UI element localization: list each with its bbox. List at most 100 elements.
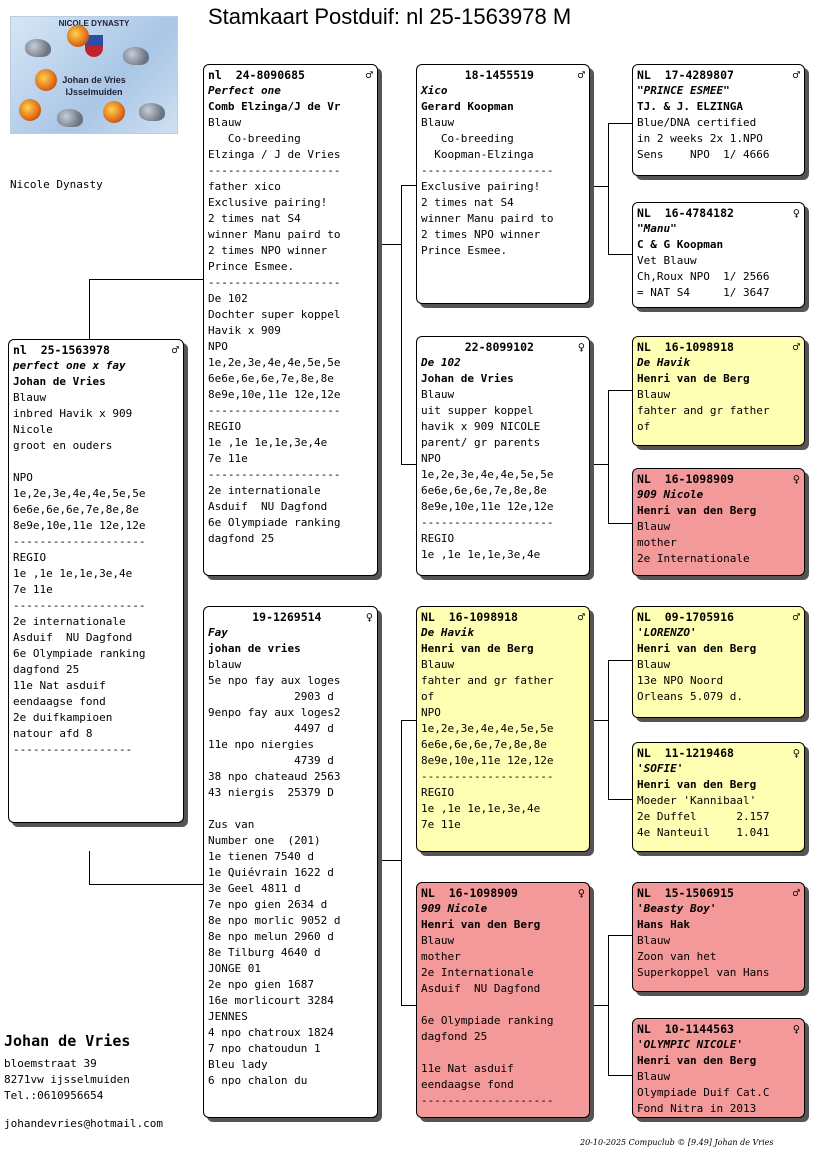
pigeon-owner: Johan de Vries [13,375,106,388]
male-icon: ♂ [577,610,585,624]
male-icon: ♂ [792,610,800,624]
male-icon: ♂ [792,340,800,354]
pigeon-info-line: 6e6e,6e,6e,7e,8e,8e [421,484,547,497]
pigeon-name: De Havik [421,626,474,639]
owner-block: Johan de Vries bloemstraat 39 8271vw ijs… [4,1032,163,1132]
pigeon-owner: johan de vries [208,642,301,655]
pigeon-info-line: 1e,2e,3e,4e,4e,5e,5e [421,468,554,481]
pigeon-info-line: 7e 11e [13,583,53,596]
pigeon-info-line: -------------------- [208,468,341,481]
pigeon-info-line: = NAT S4 1/ 3647 [637,286,770,299]
pigeon-info-line: Blauw [637,658,671,671]
pigeon-info-line: NPO [421,706,441,719]
pigeon-card-ggf-3[interactable]: NL 09-1705916♂'LORENZO'Henri van den Ber… [632,606,805,718]
pigeon-info-line: Orleans 5.079 d. [637,690,743,703]
ring-number: NL 16-1098909 [421,886,518,900]
pigeon-card-ggm-4[interactable]: NL 10-1144563♀'OLYMPIC NICOLE'Henri van … [632,1018,805,1118]
pigeon-info-line: 2e Duffel 2.157 [637,810,770,823]
pigeon-info-line: Olympiade Duif Cat.C [637,1086,770,1099]
pigeon-owner: Comb Elzinga/J de Vr [208,100,341,113]
pigeon-info-line: 4e Nanteuil 1.041 [637,826,770,839]
pigeon-info-line [208,801,373,817]
pigeon-info-line: 6e Olympiade ranking [421,1014,554,1027]
pigeon-owner: Henri van de Berg [637,372,750,385]
ring-number: NL 16-1098909 [637,472,734,486]
pigeon-info-line: 1e ,1e 1e,1e,3e,4e [421,548,541,561]
pigeon-info-line: 8e9e,10e,11e 12e,12e [421,500,554,513]
pigeon-info-line: groot en ouders [13,439,113,452]
pigeon-info-line: Superkoppel van Hans [637,966,770,979]
ring-header: 19-1269514♀ [208,609,373,625]
owner-address: bloemstraat 39 [4,1057,97,1070]
pigeon-info-line: 8e npo morlic 9052 d [208,914,341,927]
pigeon-info-line: Blauw [13,391,47,404]
ring-header: NL 11-1219468♀ [637,745,800,761]
ring-header: NL 10-1144563♀ [637,1021,800,1037]
connector-line [89,851,90,885]
logo-name: Johan de Vries [62,75,126,85]
medal-icon [19,99,41,121]
pigeon-info-line: father xico [208,180,281,193]
pigeon-info-line: 8e9e,10e,11e 12e,12e [421,754,554,767]
pigeon-info-line: winner Manu paird to [208,228,341,241]
pigeon-info-line: blauw [208,658,242,671]
female-icon: ♀ [792,1022,800,1036]
logo-image: NICOLE DYNASTY Johan de Vries IJsselmuid… [10,16,178,134]
pigeon-info-line: inbred Havik x 909 [13,407,133,420]
pigeon-info-line: 6e Olympiade ranking [208,516,341,529]
pigeon-info-line: De 102 [208,292,248,305]
pigeon-info-line: 11e npo niergies [208,738,314,751]
owner-phone: Tel.:0610956654 [4,1089,104,1102]
pigeon-info-line: winner Manu paird to [421,212,554,225]
pigeon-info-line: -------------------- [13,599,146,612]
ring-number: 18-1455519 [464,68,534,82]
pigeon-info-line: 43 niergis 25379 D [208,786,334,799]
connector-line [608,935,633,936]
pigeon-info-line: NPO [208,340,228,353]
pigeon-info-line: natour afd 8 [13,727,93,740]
pigeon-icon [57,109,83,127]
owner-city: 8271vw ijsselmuiden [4,1073,130,1086]
ring-header: NL 16-1098918 ♂ [637,339,800,355]
pigeon-card-ggf-1[interactable]: NL 17-4289807♂"PRINCE ESMEE"TJ. & J. ELZ… [632,64,805,176]
connector-line [401,1005,417,1006]
pigeon-info-line: 1e ,1e 1e,1e,3e,4e [421,802,541,815]
pigeon-info-line: 2 times NPO winner [208,244,328,257]
shield-icon [85,35,103,57]
pigeon-info-line: -------------------- [208,404,341,417]
pigeon-info-line: dagfond 25 [13,663,80,676]
male-icon: ♂ [792,68,800,82]
pigeon-info-line: Elzinga / J de Vries [208,148,341,161]
pigeon-info-line: 8e9e,10e,11e 12e,12e [208,388,341,401]
connector-line [590,720,608,721]
ring-number: NL 16-1098918 [637,340,734,354]
pigeon-owner: Henri van de Berg [421,642,534,655]
pigeon-info-line: -------------------- [421,1094,554,1107]
pigeon-info-line: dagfond 25 [421,1030,488,1043]
pigeon-info-line: dagfond 25 [208,532,275,545]
ring-header: NL 16-1098909♀ [637,471,800,487]
pigeon-name: 'Beasty Boy' [637,902,717,915]
pigeon-info-line: 11e Nat asduif [13,679,106,692]
ring-header: nl 24-8090685♂ [208,67,373,83]
pigeon-owner: C & G Koopman [637,238,724,251]
pigeon-info-line: -------------------- [208,276,341,289]
pigeon-info-line: 6e6e,6e,6e,7e,8e,8e [13,503,139,516]
connector-line [401,185,417,186]
ring-number: 22-8099102 [464,340,534,354]
pigeon-icon [123,47,149,65]
pigeon-info-line: Havik x 909 [208,324,281,337]
pigeon-name: Fay [208,626,228,639]
